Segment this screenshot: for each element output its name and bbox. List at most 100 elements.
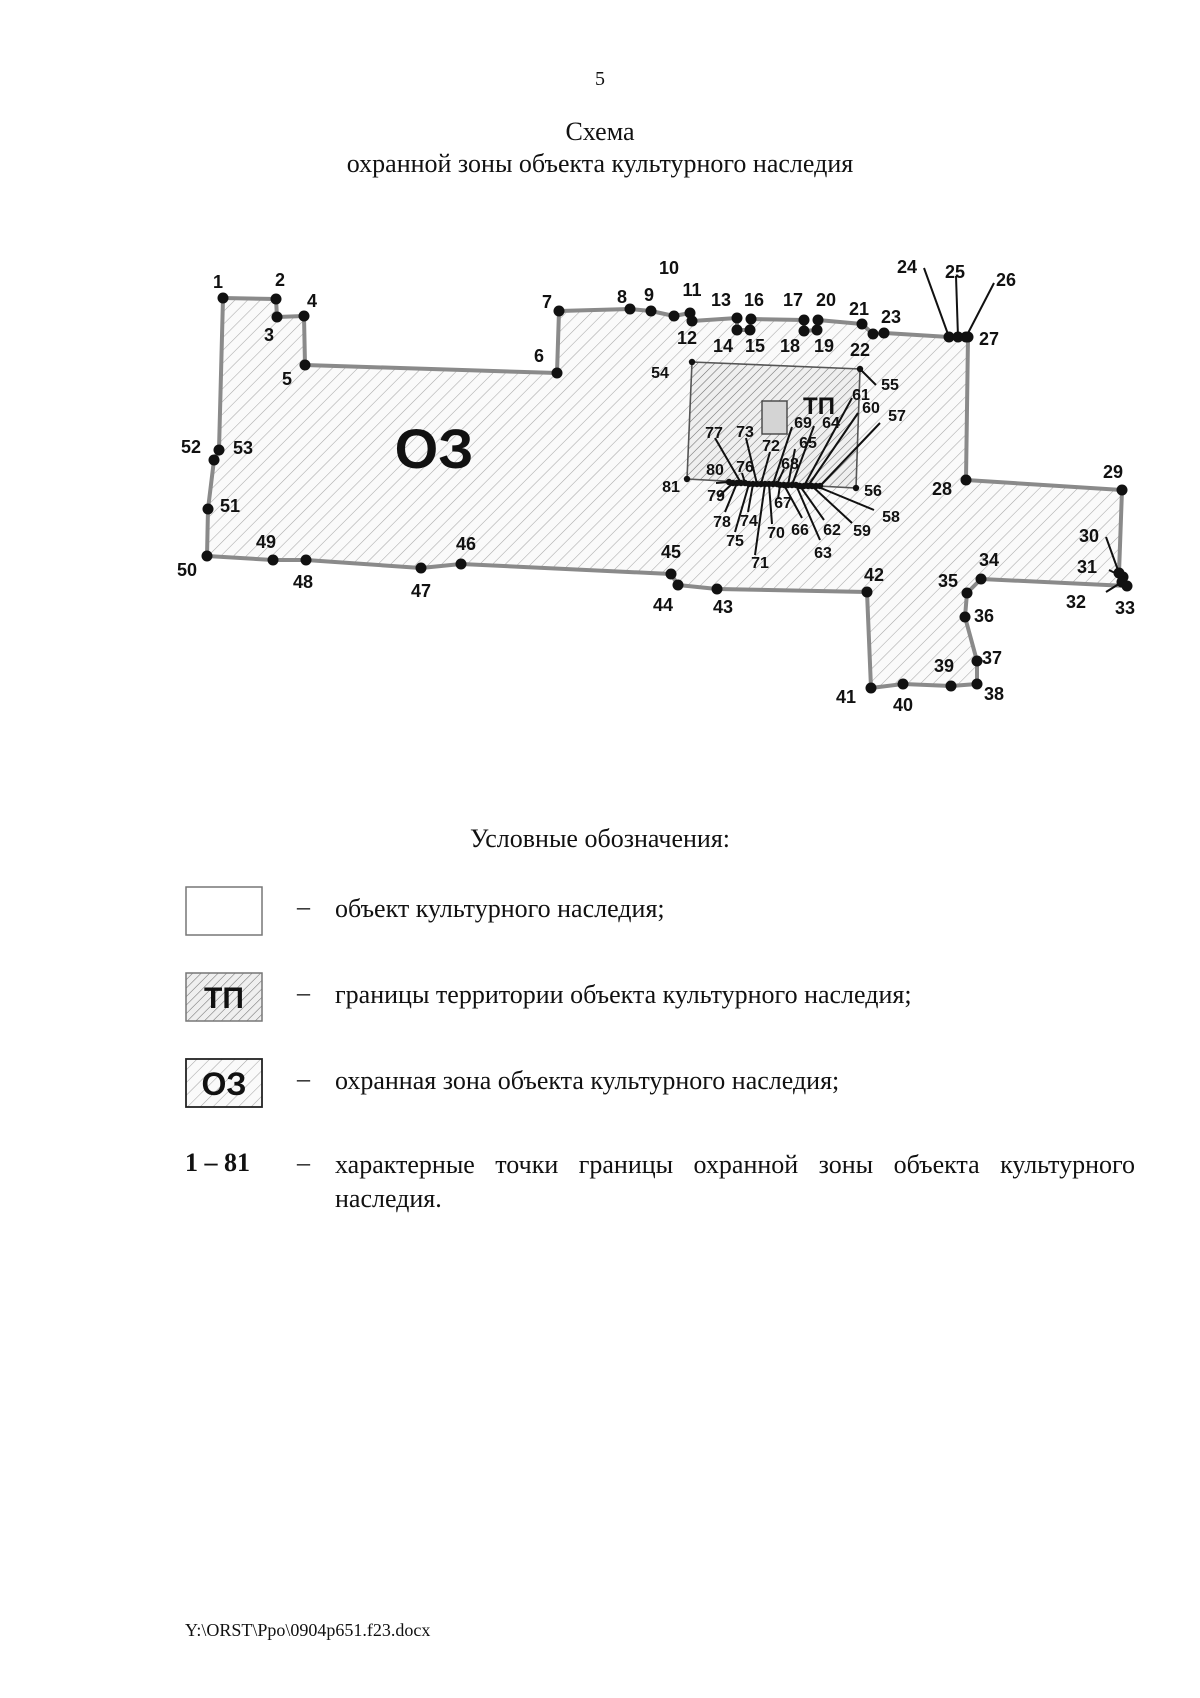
- point-label-29: 29: [1103, 462, 1123, 482]
- point-label-39: 39: [934, 656, 954, 676]
- point-label-65: 65: [799, 435, 817, 452]
- boundary-point-81: [683, 475, 691, 483]
- boundary-point-56: [852, 484, 860, 492]
- point-label-64: 64: [822, 415, 840, 432]
- point-label-49: 49: [256, 532, 276, 552]
- point-label-44: 44: [653, 595, 673, 615]
- point-label-60: 60: [862, 400, 880, 417]
- point-label-1: 1: [213, 272, 223, 292]
- point-label-58: 58: [882, 509, 900, 526]
- legend-item-territory-boundary: ТП – границы территории объекта культурн…: [185, 972, 1135, 1032]
- boundary-point-4: [298, 310, 310, 322]
- point-label-3: 3: [264, 325, 274, 345]
- point-label-52: 52: [181, 437, 201, 457]
- boundary-point-13: [731, 312, 743, 324]
- point-label-11: 11: [682, 280, 701, 300]
- boundary-point-49: [267, 554, 279, 566]
- legend-heading: Условные обозначения:: [469, 824, 731, 853]
- point-label-81: 81: [662, 479, 680, 496]
- boundary-point-45: [665, 568, 677, 580]
- point-label-34: 34: [979, 550, 999, 570]
- legend-territory-symbol: ТП: [204, 982, 244, 1015]
- point-label-16: 16: [744, 290, 764, 310]
- point-label-45: 45: [661, 542, 681, 562]
- boundary-point-15: [744, 324, 756, 336]
- boundary-point-6: [551, 367, 563, 379]
- leader-line: [714, 437, 742, 484]
- point-label-21: 21: [849, 299, 869, 319]
- legend-text-territory-boundary: границы территории объекта культурного н…: [335, 980, 912, 1009]
- legend-text-protection-zone: охранная зона объекта культурного наслед…: [335, 1066, 840, 1095]
- legend-symbol-protection-zone: ОЗ: [185, 1058, 263, 1108]
- leader-line: [791, 425, 815, 486]
- point-label-54: 54: [651, 365, 669, 382]
- point-label-6: 6: [534, 346, 544, 366]
- point-label-75: 75: [726, 533, 744, 550]
- leader-line: [772, 426, 793, 485]
- point-label-37: 37: [982, 648, 1002, 668]
- boundary-point-50: [201, 550, 213, 562]
- leader-line: [783, 484, 803, 519]
- boundary-point-2: [270, 293, 282, 305]
- boundary-point-54: [688, 358, 696, 366]
- legend-dash: –: [297, 1148, 310, 1177]
- point-label-72: 72: [762, 438, 780, 455]
- point-label-7: 7: [542, 292, 552, 312]
- boundary-point-3: [271, 311, 283, 323]
- boundary-point-25: [952, 331, 964, 343]
- point-label-31: 31: [1077, 557, 1097, 577]
- boundary-point-39: [945, 680, 957, 692]
- point-label-32: 32: [1066, 592, 1086, 612]
- point-label-48: 48: [293, 572, 313, 592]
- title-line-1: Схема: [565, 117, 635, 146]
- leader-line: [799, 485, 825, 521]
- point-label-22: 22: [850, 340, 870, 360]
- point-label-57: 57: [888, 408, 906, 425]
- boundary-point-40: [897, 678, 909, 690]
- point-label-13: 13: [711, 290, 731, 310]
- point-label-50: 50: [177, 560, 197, 580]
- boundary-point-24: [943, 331, 955, 343]
- boundary-point-28: [960, 474, 972, 486]
- point-label-20: 20: [816, 290, 836, 310]
- leader-line: [965, 282, 995, 338]
- boundary-point-80: [725, 478, 733, 486]
- boundary-point-19: [811, 324, 823, 336]
- point-label-5: 5: [282, 369, 292, 389]
- boundary-point-35: [961, 587, 973, 599]
- boundary-point-16: [745, 313, 757, 325]
- point-label-71: 71: [751, 555, 769, 572]
- leader-line: [717, 482, 734, 498]
- zone-label: ОЗ: [395, 417, 474, 480]
- legend-text-points: характерные точки границы охранной зоны …: [335, 1150, 1135, 1213]
- point-label-78: 78: [713, 514, 731, 531]
- point-label-66: 66: [791, 522, 809, 539]
- title-line-2: охранной зоны объекта культурного наслед…: [346, 149, 854, 178]
- leader-line: [795, 484, 821, 541]
- boundary-point-38: [971, 678, 983, 690]
- boundary-point-7: [553, 305, 565, 317]
- leader-line: [787, 448, 796, 486]
- point-label-41: 41: [836, 687, 856, 707]
- boundary-point-12: [686, 315, 698, 327]
- boundary-point-42: [861, 586, 873, 598]
- leader-line: [747, 483, 754, 513]
- point-label-69: 69: [794, 415, 812, 432]
- boundary-point-34: [975, 573, 987, 585]
- point-label-33: 33: [1115, 598, 1135, 618]
- point-label-17: 17: [783, 290, 803, 310]
- boundary-point-8: [624, 303, 636, 315]
- point-label-59: 59: [853, 523, 871, 540]
- point-label-53: 53: [233, 438, 253, 458]
- boundary-point-9: [645, 305, 657, 317]
- boundary-point-46: [455, 558, 467, 570]
- boundary-point-22: [867, 328, 879, 340]
- point-label-28: 28: [932, 479, 952, 499]
- point-label-76: 76: [736, 459, 754, 476]
- leader-line: [734, 483, 750, 533]
- point-label-26: 26: [996, 270, 1016, 290]
- point-label-14: 14: [713, 336, 733, 356]
- boundary-point-47: [415, 562, 427, 574]
- point-label-61: 61: [852, 387, 870, 404]
